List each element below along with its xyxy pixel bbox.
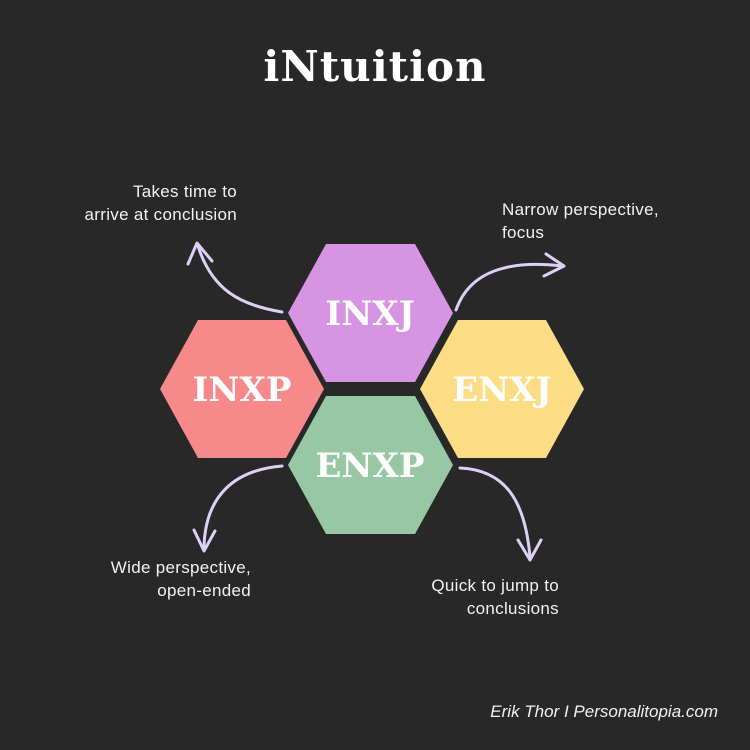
hexagon-enxj-label: ENXJ	[452, 370, 551, 410]
credit-footer: Erik Thor I Personalitopia.com	[490, 702, 718, 721]
hexagon-inxj-label: INXJ	[325, 294, 414, 334]
arrow-bottom-right-head	[516, 538, 543, 562]
hexagon-inxj-shape	[288, 244, 453, 382]
arrow-top-left-curve	[196, 244, 284, 314]
arrow-top-right-head	[542, 252, 566, 278]
hexagon-inxp-shape	[160, 320, 324, 458]
annotation-bottom-right-line2: conclusions	[466, 599, 559, 618]
arrow-bottom-left-head	[192, 528, 217, 553]
arrow-top-left-head	[186, 241, 214, 266]
annotation-bottom-left: Wide perspective, open-ended	[90, 556, 251, 602]
annotation-top-left-line1: Takes time to	[132, 182, 237, 201]
annotation-top-right-line2: focus	[502, 223, 545, 242]
hexagon-enxp: ENXP	[288, 396, 453, 534]
arrow-top-right-curve	[454, 262, 564, 312]
arrow-bottom-left	[192, 464, 284, 553]
arrow-bottom-right	[458, 466, 543, 562]
arrow-top-right	[454, 252, 566, 312]
annotation-top-left-line2: arrive at conclusion	[84, 205, 237, 224]
hexagon-enxp-shape	[288, 396, 453, 534]
arrow-bottom-left-curve	[202, 464, 284, 550]
annotation-bottom-right-line1: Quick to jump to	[431, 576, 559, 595]
hexagon-enxp-label: ENXP	[316, 446, 425, 486]
arrow-bottom-right-curve	[458, 466, 532, 559]
annotation-bottom-right: Quick to jump to conclusions	[405, 574, 559, 620]
hexagon-enxj: ENXJ	[420, 320, 584, 458]
page-title: iNtuition	[263, 42, 487, 91]
annotation-top-right-line1: Narrow perspective,	[502, 200, 659, 219]
hexagon-inxp-label: INXP	[193, 370, 292, 410]
hexagon-inxj: INXJ	[288, 244, 453, 382]
hexagon-inxp: INXP	[160, 320, 324, 458]
annotation-bottom-left-line1: Wide perspective,	[110, 558, 251, 577]
hexagon-enxj-shape	[420, 320, 584, 458]
annotation-top-left: Takes time to arrive at conclusion	[85, 180, 237, 226]
annotation-bottom-left-line2: open-ended	[157, 581, 251, 600]
arrow-top-left	[186, 241, 284, 314]
annotation-top-right: Narrow perspective, focus	[502, 198, 659, 244]
